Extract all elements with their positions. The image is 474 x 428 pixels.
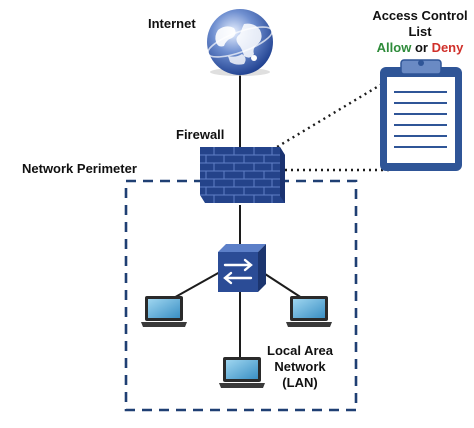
acl-title: Access Control List Allow or Deny xyxy=(366,8,474,56)
acl-allow-deny: Allow or Deny xyxy=(366,40,474,56)
laptop-icon xyxy=(219,357,265,388)
lan-label-line1: Local Area xyxy=(267,343,333,358)
acl-dotted-links xyxy=(271,76,393,172)
acl-title-line2: List xyxy=(408,24,432,39)
firewall-brick-icon xyxy=(200,147,285,203)
clipboard-icon xyxy=(380,59,462,171)
lan-label: Local Area Network (LAN) xyxy=(262,343,338,391)
laptop-icon xyxy=(141,296,187,327)
allow-text: Allow xyxy=(376,40,412,55)
laptop-icon xyxy=(286,296,332,327)
network-perimeter-box xyxy=(124,179,358,412)
network-perimeter-label: Network Perimeter xyxy=(22,161,137,176)
lan-label-line2: Network xyxy=(274,359,326,374)
firewall-label: Firewall xyxy=(176,127,225,142)
switch-laptop-left-link xyxy=(169,271,221,301)
globe-icon xyxy=(207,9,273,76)
switch-laptop-right-link xyxy=(261,271,306,301)
switch-icon xyxy=(218,244,266,292)
or-text: or xyxy=(414,40,428,55)
deny-text: Deny xyxy=(431,40,464,55)
internet-label: Internet xyxy=(148,16,196,31)
acl-title-line1: Access Control xyxy=(372,8,468,23)
connection-lines xyxy=(169,70,306,362)
lan-label-line3: (LAN) xyxy=(282,375,318,390)
